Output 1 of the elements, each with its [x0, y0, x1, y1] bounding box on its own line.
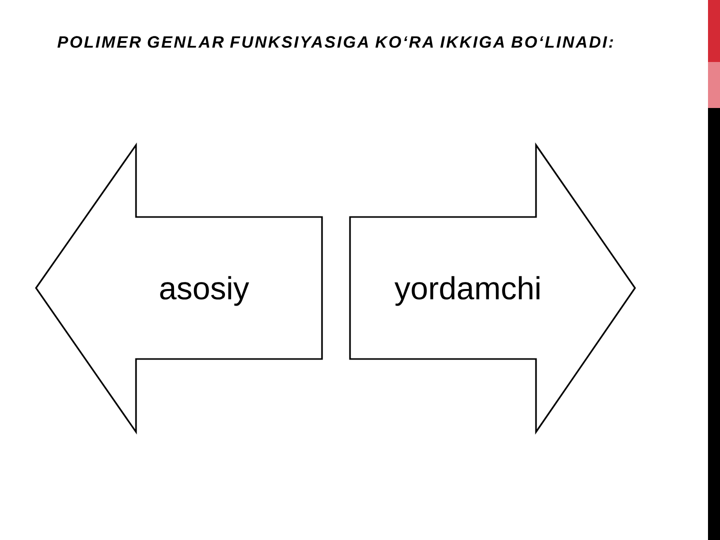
title: POLIMER GENLAR FUNKSIYASIGA KO‘RA IKKIGA BO‘LINADI: — [58, 36, 614, 48]
